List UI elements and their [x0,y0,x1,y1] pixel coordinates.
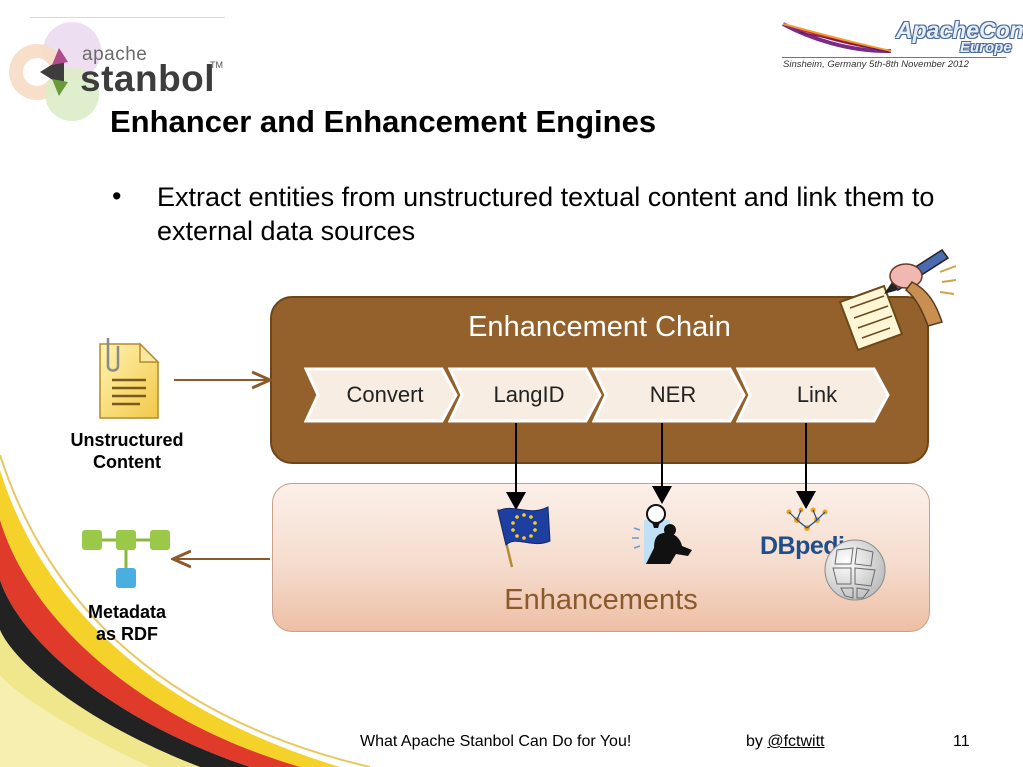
footer-by-text: by [746,733,763,750]
output-label: Metadata as RDF [52,601,202,645]
writing-hand-icon [838,248,957,352]
logo-apache-text: apache [82,44,148,65]
conference-title: ApacheCon [896,17,1023,43]
footer-handle-link[interactable]: @fctwitt [767,733,825,750]
stage-convert-chevron [304,367,458,423]
stage-link: Link [736,367,890,423]
slide-title: Enhancer and Enhancement Engines [110,104,657,139]
rdf-graph-icon [82,530,170,588]
stage-langid-label: LangID [493,382,565,407]
wikipedia-globe-icon [824,539,886,601]
header-rule [30,17,225,18]
output-label-line1: Metadata [87,602,167,622]
apache-feather-icon [782,22,892,54]
stage-convert-label: Convert [346,382,424,407]
stage-langid: LangID [448,367,602,423]
bullet-marker: • [112,181,122,211]
dbpedia-tree-icon [786,507,828,531]
logo-stanbol-text: stanbol [80,58,216,99]
stage-ner-chevron [592,367,746,423]
logo-trademark: TM [210,60,223,70]
document-icon [99,338,160,419]
footer-author: by @fctwitt [746,733,825,751]
eu-flag-icon [496,506,551,568]
conference-dates: Sinsheim, Germany 5th-8th November 2012 [783,59,969,70]
person-idea-icon [632,504,692,564]
stanbol-logo-icon [9,22,101,121]
bullet-text: Extract entities from unstructured textu… [157,182,935,246]
stage-langid-chevron [448,367,602,423]
stage-link-label: Link [796,382,838,407]
stage-ner: NER [592,367,746,423]
page-number: 11 [953,733,970,750]
conference-rule [782,57,1006,58]
conference-subtitle: Europe [960,39,1012,56]
enhancement-chain-title: Enhancement Chain [468,311,731,343]
input-label: Unstructured Content [52,429,202,473]
enhancements-title: Enhancements [504,584,698,616]
enhancements-panel [272,483,930,632]
stage-ner-label: NER [649,382,697,407]
input-label-line1: Unstructured [70,430,184,450]
stage-link-chevron [736,367,890,423]
output-label-line2: as RDF [95,624,158,644]
footer-title: What Apache Stanbol Can Do for You! [360,733,632,750]
stage-convert: Convert [304,367,458,423]
input-label-line2: Content [93,452,161,472]
